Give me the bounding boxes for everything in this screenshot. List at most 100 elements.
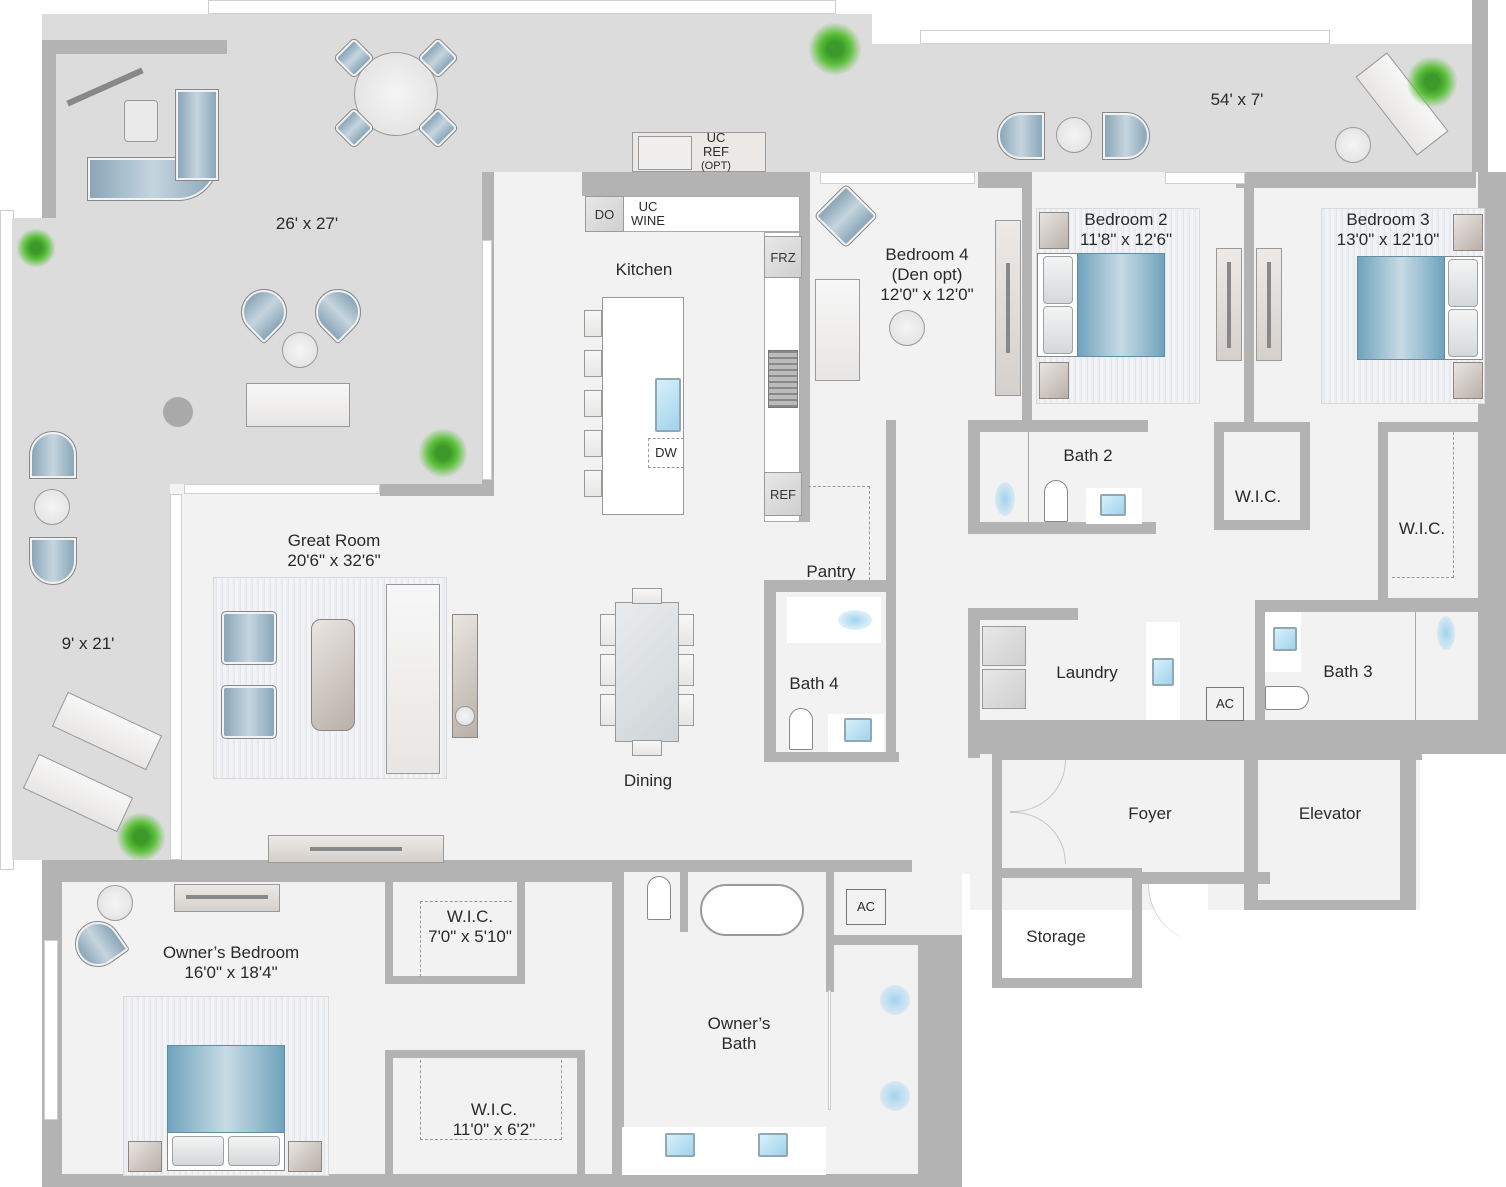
shower-head-icon [838, 610, 872, 630]
side-table-round [889, 310, 925, 346]
foyer-label: Foyer [1128, 804, 1172, 823]
wall-top-bed3 [1326, 172, 1476, 188]
terrace-main-dimensions: 26' x 27' [275, 214, 339, 233]
window-bed2 [1165, 172, 1245, 184]
owners-bedroom-dimensions: 16'0" x 18'4" [184, 963, 278, 982]
owners-bath-label-2: Bath [721, 1034, 757, 1053]
wall-owners-shower-left [826, 872, 834, 992]
dining-table [615, 602, 679, 742]
nightstand [128, 1141, 162, 1172]
cooktop [768, 350, 798, 408]
tv-icon [310, 847, 402, 851]
great-room-label: Great Room [287, 531, 381, 550]
wall-top-bed4 [978, 172, 1028, 188]
wall-bath2-box [968, 420, 1148, 432]
toilet-icon [1265, 686, 1309, 710]
side-table [124, 100, 158, 142]
sink-icon [1100, 494, 1126, 516]
wall-foyer-left [992, 752, 1002, 872]
bedroom2-dimensions: 11'8" x 12'6" [1080, 230, 1172, 249]
dining-chair [600, 614, 616, 646]
bathtub [700, 884, 804, 936]
great-room-dimensions: 20'6" x 32'6" [287, 551, 381, 570]
plant-icon [418, 428, 468, 478]
dining-chair [600, 654, 616, 686]
wic-shelf-outline [420, 901, 512, 977]
bar-stool [584, 470, 602, 497]
patio-chair [29, 537, 77, 585]
dining-label: Dining [623, 771, 673, 790]
sink-icon [665, 1133, 695, 1157]
sofa [815, 279, 860, 381]
tv-icon [186, 895, 268, 899]
bed [1357, 256, 1445, 360]
ac-owners-label: AC [856, 899, 876, 914]
patio-side-table [1056, 117, 1092, 153]
wall-bath4-bottom [764, 752, 899, 762]
toilet-icon [789, 708, 813, 750]
ac-laundry-label: AC [1215, 696, 1235, 711]
dining-chair [678, 614, 694, 646]
washer [982, 626, 1026, 666]
wall-pantry-right [886, 420, 896, 760]
pillow [1448, 309, 1478, 357]
owners-wic2-dimensions: 11'0" x 6'2" [452, 1120, 536, 1139]
wall-bath4-left [764, 580, 776, 760]
dining-chair [632, 588, 662, 604]
wic-bed2-label: W.I.C. [1234, 487, 1282, 506]
shower-head-icon [1437, 616, 1455, 650]
nightstand [1453, 362, 1483, 399]
sofa [386, 584, 440, 774]
patio-chair [997, 112, 1045, 160]
tv-icon [1227, 262, 1231, 348]
window-owner-west [44, 940, 58, 1120]
uc-ref-label-3: (OPT) [701, 160, 731, 172]
laundry-label: Laundry [1056, 663, 1118, 682]
patio-side-table [34, 489, 70, 525]
tv-icon [1267, 262, 1271, 348]
pantry-shelf-outline [808, 486, 870, 580]
uc-wine-label-1: UC [638, 199, 658, 214]
armchair [221, 611, 277, 665]
wall-elev-right [1400, 752, 1416, 912]
kitchen-sink [655, 378, 681, 432]
dining-chair [678, 694, 694, 726]
bath3-label: Bath 3 [1323, 662, 1373, 681]
uc-ref-label-2: REF [703, 144, 729, 159]
patio-chair [29, 431, 77, 479]
wall-pantry [764, 580, 894, 592]
storage-label: Storage [1026, 927, 1086, 946]
side-table-round [97, 885, 133, 921]
owners-wic1-label: W.I.C. [446, 907, 494, 926]
patio-chair [1102, 112, 1150, 160]
wall-owners-wc [680, 872, 688, 932]
terrace-main-inner-wall-top [42, 40, 227, 54]
bar-stool [584, 350, 602, 377]
shower-head-icon [995, 482, 1015, 516]
plant-icon [16, 228, 56, 268]
wall-bath3-left [1255, 600, 1265, 730]
terrace-main-inner-wall-left [42, 40, 56, 220]
dining-chair [600, 694, 616, 726]
wic-bed3-label: W.I.C. [1398, 519, 1446, 538]
dishwasher-outline [648, 438, 684, 468]
nightstand [1039, 362, 1069, 399]
nightstand [288, 1141, 322, 1172]
toilet-icon [647, 876, 671, 920]
terrace-north-dimensions: 54' x 7' [1210, 90, 1264, 109]
plant-icon [808, 22, 862, 76]
wall-owners-right [918, 935, 962, 1187]
owners-wic1-dimensions: 7'0" x 5'10" [428, 927, 512, 946]
wall-laundry-bottom [968, 720, 1506, 754]
wall-foyer-elev [1244, 752, 1258, 912]
wall-storage [992, 868, 1142, 988]
wall-foyer-bottom [1140, 872, 1270, 884]
bar-stool [584, 430, 602, 457]
wall-wic2 [1214, 422, 1310, 530]
bedroom4-label: Bedroom 4 [885, 245, 969, 264]
dining-chair [678, 654, 694, 686]
tv-icon [1006, 263, 1010, 353]
dryer [982, 669, 1026, 709]
dining-chair [632, 740, 662, 756]
